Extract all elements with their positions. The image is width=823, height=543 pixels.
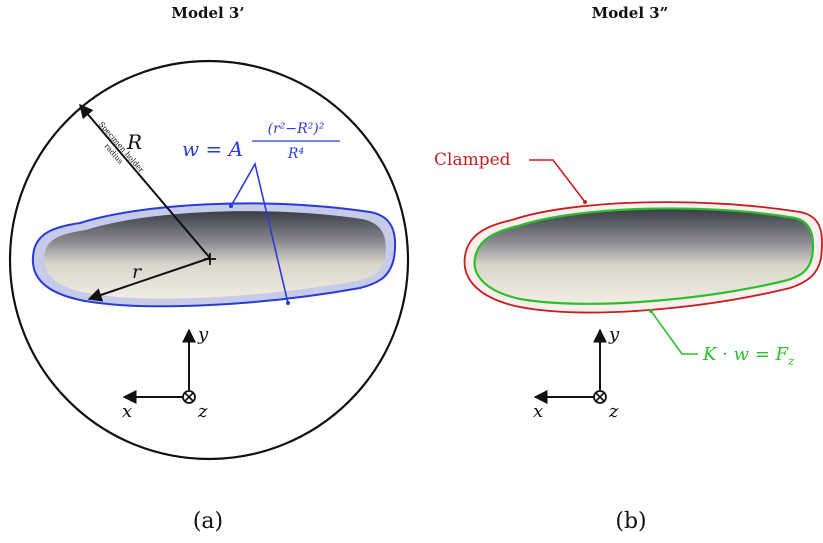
spring-equation: K · w = Fz	[702, 344, 795, 368]
label-R: R	[126, 130, 142, 154]
axis-x-label-b: x	[533, 401, 543, 422]
clamped-leader-dot	[583, 200, 587, 204]
spring-equation-main: K · w = F	[702, 344, 790, 365]
spring-leader-line	[650, 310, 698, 355]
equation-lhs: w = A	[182, 137, 243, 161]
center-cross-icon	[204, 253, 216, 265]
axis-z-label-b: z	[608, 401, 619, 422]
radius-r-arrow	[87, 257, 211, 302]
panel-b: Model 3” Clamped K · w = Fz y x z (b)	[434, 4, 823, 534]
axis-y-label-b: y	[608, 324, 620, 345]
radius-R-arrow	[79, 103, 211, 259]
spring-leader-dot	[649, 309, 653, 313]
panel-b-title: Model 3”	[592, 4, 669, 22]
equation-denominator: R⁴	[287, 146, 305, 162]
clamped-leader-line	[529, 159, 586, 203]
leader-dot-top	[229, 204, 233, 208]
spring-equation-sub: z	[787, 354, 795, 368]
panel-a: Model 3’ R Specimen holder radius r w = …	[8, 4, 410, 534]
axes-b: y x z	[533, 324, 620, 422]
panel-a-title: Model 3’	[171, 4, 244, 22]
clamped-label: Clamped	[434, 150, 511, 170]
axes-a: y x z	[122, 324, 209, 422]
specimen-body-b	[473, 207, 815, 305]
label-r: r	[132, 261, 143, 283]
leader-dot-bottom	[286, 301, 290, 305]
panel-b-caption: (b)	[615, 509, 646, 534]
panel-a-caption: (a)	[193, 509, 223, 534]
specimen-body-a	[44, 211, 386, 299]
axis-x-label: x	[122, 401, 132, 422]
axis-z-label: z	[197, 401, 208, 422]
specimen-holder-circle	[8, 59, 410, 461]
equation-leader-lines	[230, 161, 289, 304]
axis-y-label: y	[197, 324, 209, 345]
equation-numerator: (r²−R²)²	[268, 121, 325, 137]
